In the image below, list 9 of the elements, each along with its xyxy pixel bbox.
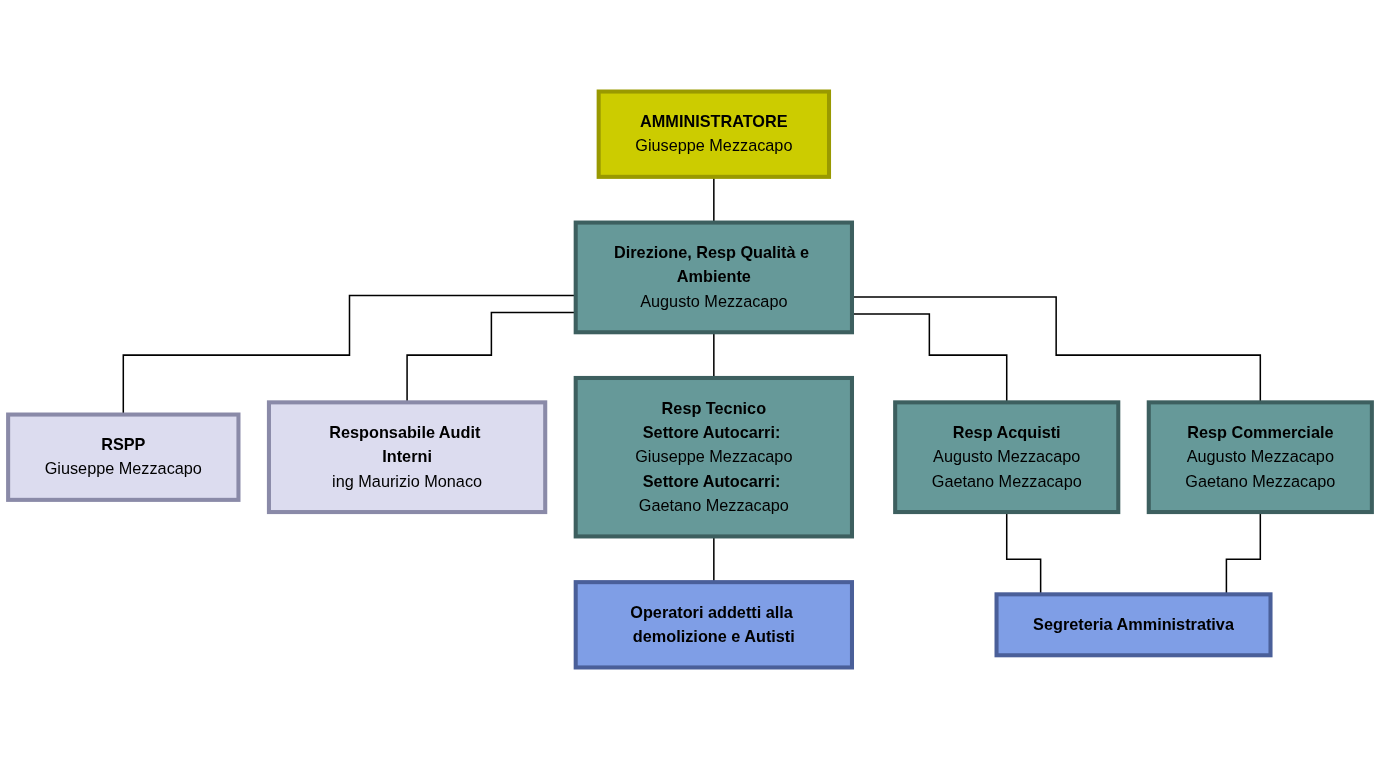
node-box: Resp Commerciale Augusto Mezzacapo Gaetano Mezzacapo [1146,400,1374,515]
node-box: Responsabile Audit Interni ing Maurizio Monaco [266,400,548,515]
node-box: Segreteria Amministrativa [994,592,1273,658]
node-box: Resp Acquisti Augusto Mezzacapo Gaetano Mezzacapo [893,400,1121,515]
node-box: AMMINISTRATORE Giuseppe Mezzacapo [596,89,832,179]
node-box: Resp Tecnico Settore Autocarri: Giuseppe Mezzacapo Settore Autocarri: Gaetano Mezzacapo [573,375,854,539]
node-box: Operatori addetti alla demolizione e Autisti [573,580,854,670]
node-box: RSPP Giuseppe Mezzacapo [6,412,241,502]
node-box: Direzione, Resp Qualità e Ambiente Augusto Mezzacapo [573,220,854,335]
